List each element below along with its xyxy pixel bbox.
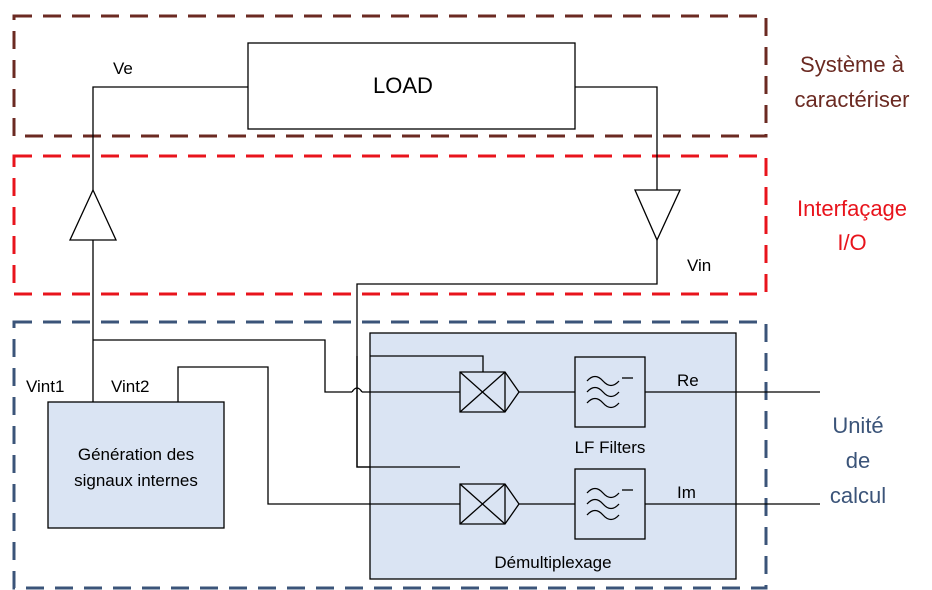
generator-label-line2: signaux internes: [74, 471, 198, 490]
system-region: [12, 14, 768, 138]
demux-label: Démultiplexage: [494, 553, 611, 572]
compute-region: [12, 320, 768, 590]
signal-im-label: Im: [677, 483, 696, 502]
filter-1-icon: [574, 356, 646, 428]
mixer-2-icon: [459, 483, 520, 525]
signal-re-label: Re: [677, 371, 699, 390]
generator-label-line1: Génération des: [78, 445, 194, 464]
generator-block: [47, 401, 225, 529]
system-label-line1: Système à: [800, 52, 905, 77]
demux-block: [369, 332, 737, 580]
wire-load-out: [575, 86, 658, 190]
output-amplifier-icon: [68, 188, 118, 241]
wire-vin-inside: [356, 356, 460, 468]
wire-vint1-branch: [93, 339, 352, 393]
compute-label-line3: calcul: [830, 483, 886, 508]
signal-vint1-label: Vint1: [26, 377, 64, 396]
signal-vint2-label: Vint2: [111, 377, 149, 396]
signal-vin-label: Vin: [687, 256, 711, 275]
input-amplifier-icon: [634, 189, 682, 242]
compute-label-line1: Unité: [832, 413, 883, 438]
wire-ve: [92, 86, 248, 190]
interface-region: [12, 154, 768, 296]
mixer-1-icon: [459, 371, 520, 413]
signal-ve-label: Ve: [113, 59, 133, 78]
system-label-line2: caractériser: [795, 87, 910, 112]
interface-label-line2: I/O: [837, 230, 866, 255]
filter-2-icon: [574, 468, 646, 540]
interface-label-line1: Interfaçage: [797, 196, 907, 221]
compute-label-line2: de: [846, 448, 870, 473]
wire-vin-to-mixer1: [370, 355, 484, 372]
wire-vint2: [177, 366, 460, 505]
load-block: [247, 42, 576, 130]
filters-label: LF Filters: [575, 438, 646, 457]
load-label: LOAD: [373, 73, 433, 98]
